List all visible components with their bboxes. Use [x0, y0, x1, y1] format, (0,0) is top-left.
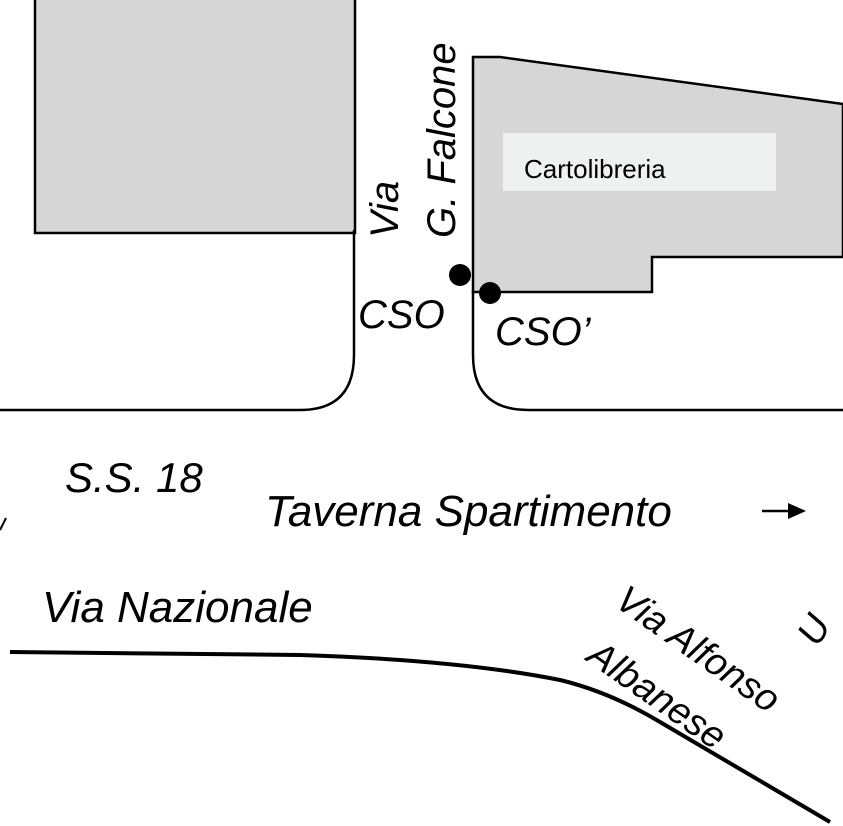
edge-mark: [0, 517, 7, 531]
cso-prime-label: CSO’: [495, 310, 592, 354]
road-via-nazionale: [9, 650, 832, 824]
direction-arrow-icon: [762, 503, 806, 519]
curb-left: [0, 230, 356, 412]
street-label-falcone: G. Falcone: [420, 42, 464, 238]
partial-edge-label: U: [789, 607, 839, 652]
cso-prime-marker: [479, 282, 501, 304]
street-label-nazionale: Via Nazionale: [42, 583, 313, 632]
direction-label-taverna: Taverna Spartimento: [265, 487, 672, 536]
road-label-ss18: S.S. 18: [65, 454, 203, 501]
building-label-box: [503, 133, 776, 191]
cso-label: CSO: [358, 293, 445, 337]
left-building: [33, 0, 357, 235]
cso-marker: [449, 264, 471, 286]
street-label-via: Via: [363, 181, 407, 238]
curb-right: [471, 290, 843, 412]
building-label: Cartolibreria: [524, 154, 666, 184]
